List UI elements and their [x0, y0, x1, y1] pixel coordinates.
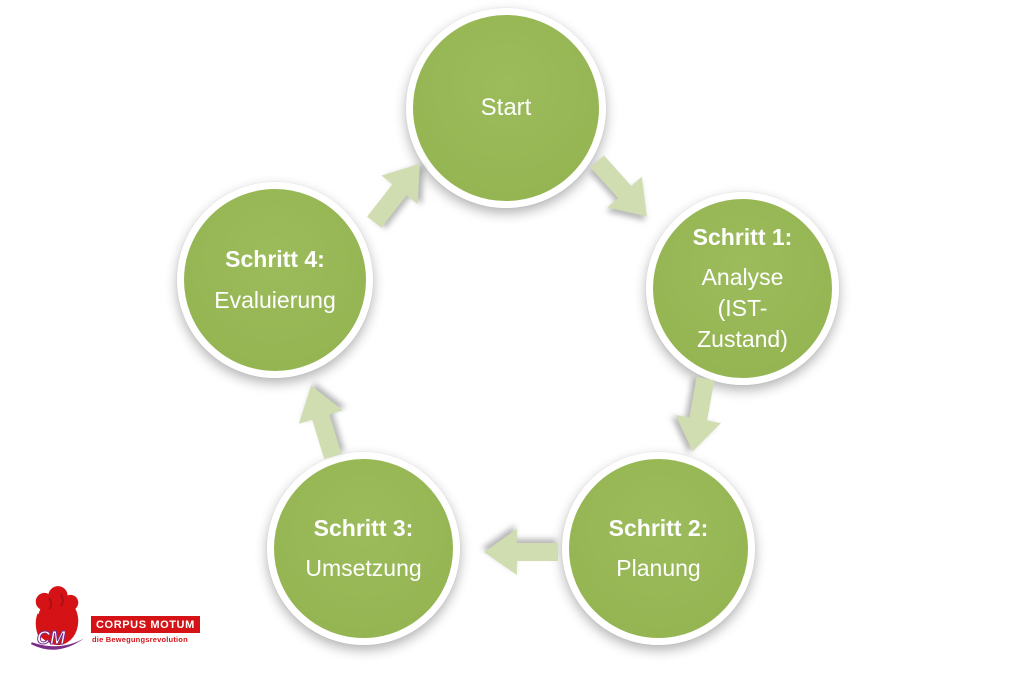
logo-text: CORPUS MOTUM die Bewegungsrevolution	[91, 616, 200, 644]
logo-name: CORPUS MOTUM	[91, 616, 200, 633]
logo-monogram: CM	[37, 627, 66, 648]
node-label: Analyse (IST-Zustand)	[697, 263, 788, 353]
node-schritt-3: Schritt 3: Umsetzung	[267, 452, 460, 645]
node-label: Start	[480, 93, 532, 121]
node-title: Schritt 2:	[608, 514, 709, 541]
node-start: Start	[406, 8, 606, 208]
arrow-left-icon	[484, 526, 558, 578]
arrow-down-icon	[667, 374, 731, 456]
arrow-up-right-icon	[354, 148, 441, 238]
fist-icon: CM	[30, 586, 85, 650]
node-title: Schritt 4:	[225, 246, 325, 273]
node-schritt-4: Schritt 4: Evaluierung	[177, 182, 373, 378]
node-label: Evaluierung	[214, 286, 336, 313]
corpus-motum-logo: CM CORPUS MOTUM die Bewegungsrevolution	[28, 584, 200, 656]
node-title: Schritt 3:	[313, 514, 414, 541]
node-label: Umsetzung	[305, 555, 422, 581]
node-schritt-2: Schritt 2: Planung	[562, 452, 755, 645]
node-title: Schritt 1:	[692, 223, 793, 250]
node-label: Planung	[616, 555, 701, 581]
arrow-up-icon	[286, 378, 357, 464]
arrow-down-right-icon	[578, 144, 666, 234]
logo-tagline: die Bewegungsrevolution	[92, 635, 188, 644]
node-schritt-1: Schritt 1: Analyse (IST-Zustand)	[646, 192, 839, 385]
